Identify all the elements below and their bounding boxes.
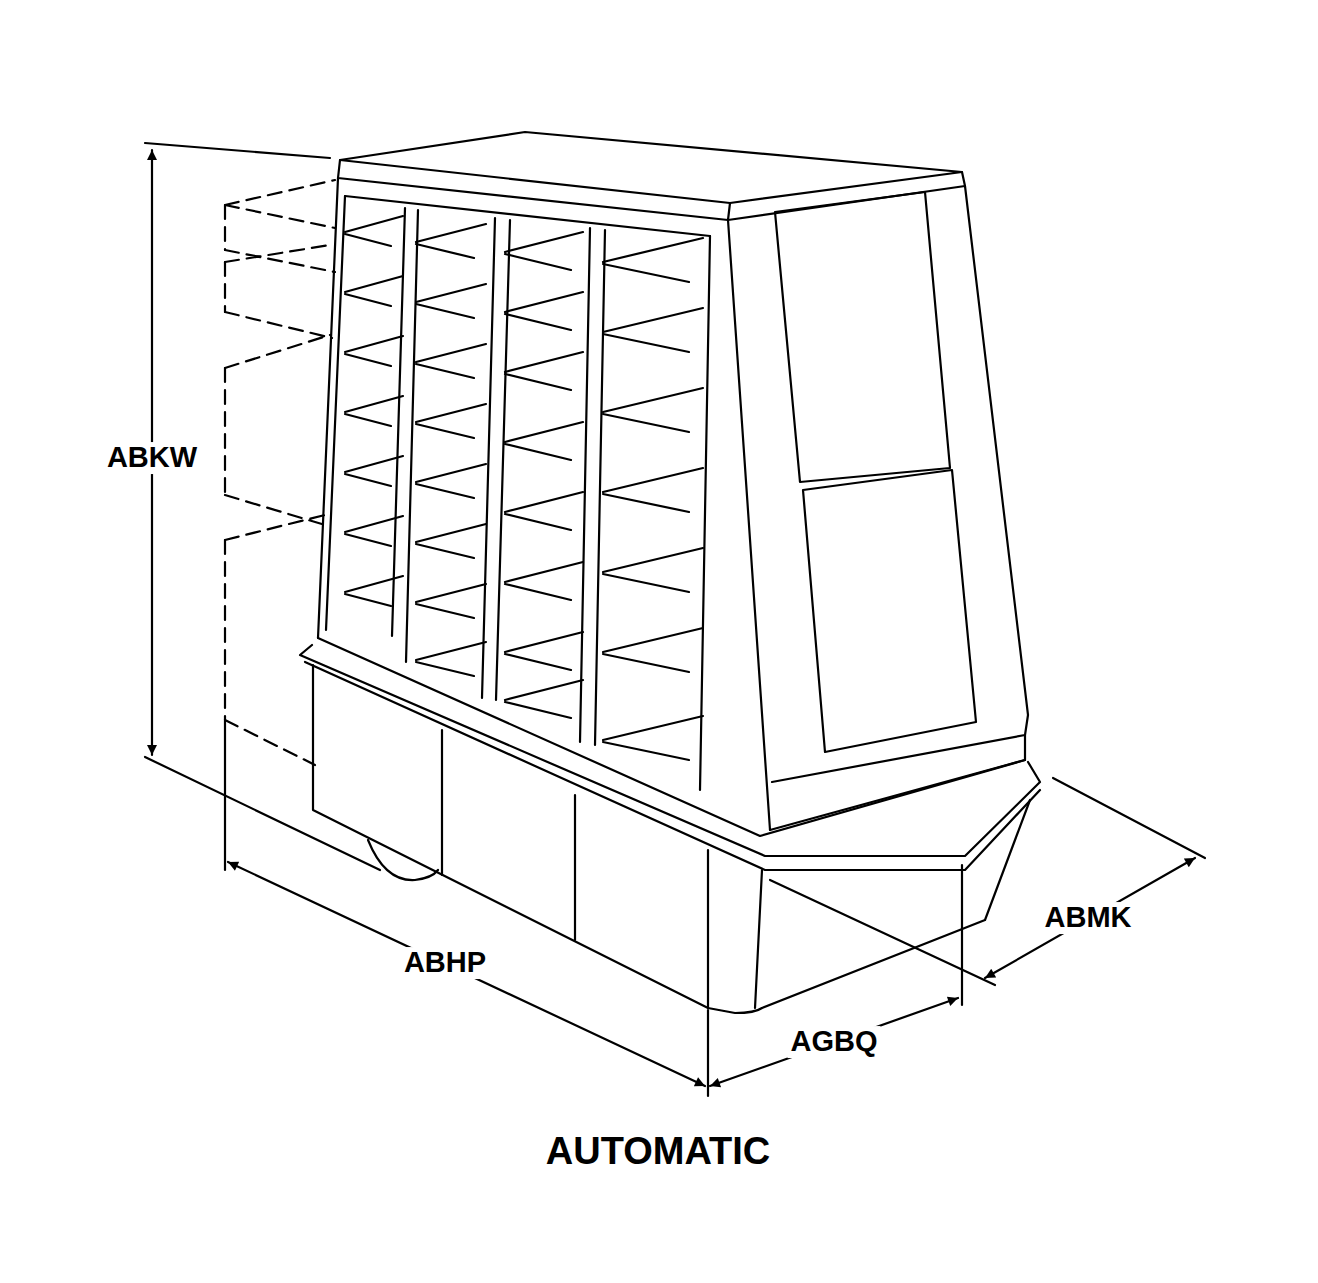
figure-caption: AUTOMATIC: [543, 1131, 773, 1173]
dimension-label: ABHP: [401, 947, 489, 979]
dimension-label: ABKW: [104, 442, 200, 474]
dimension-label: ABMK: [1042, 902, 1135, 934]
dimension-label: AGBQ: [788, 1026, 881, 1058]
